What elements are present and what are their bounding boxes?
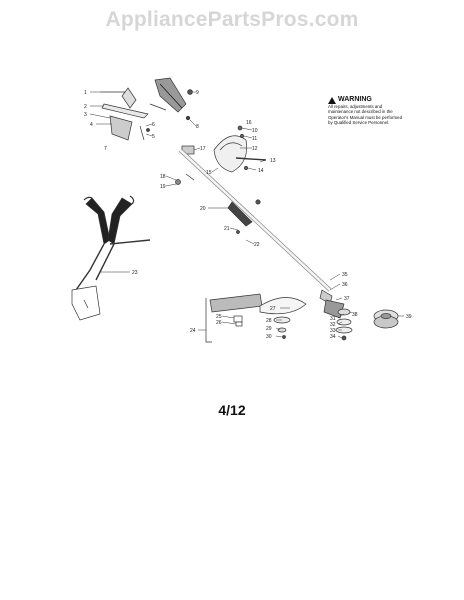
warning-box: WARNING All repairs, adjustments and mai… (328, 96, 406, 126)
page-number: 4/12 (218, 402, 246, 418)
callout-39: 39 (406, 314, 412, 320)
callout-21: 21 (224, 226, 230, 232)
callout-9: 9 (196, 90, 199, 96)
callout-37: 37 (344, 296, 350, 302)
callout-15: 15 (206, 170, 212, 176)
callout-10: 10 (252, 128, 258, 134)
guard-assembly (181, 125, 267, 173)
callout-2: 2 (84, 104, 87, 110)
handle-assembly (100, 77, 193, 141)
callout-7: 7 (104, 146, 107, 152)
callout-25: 25 (216, 314, 222, 320)
callout-17: 17 (200, 146, 206, 152)
callout-28: 28 (266, 318, 272, 324)
callout-8: 8 (196, 124, 199, 130)
callout-6: 6 (152, 122, 155, 128)
warning-title: WARNING (338, 96, 372, 103)
callout-11: 11 (252, 136, 257, 142)
callout-34: 34 (330, 334, 336, 340)
callout-27: 27 (270, 306, 276, 312)
callout-12: 12 (252, 146, 258, 152)
callout-18: 18 (160, 174, 166, 180)
callout-38: 38 (352, 312, 358, 318)
callout-5: 5 (152, 134, 155, 140)
callout-35: 35 (342, 272, 348, 278)
callout-16: 16 (246, 120, 252, 126)
harness (71, 195, 151, 321)
callout-22: 22 (254, 242, 260, 248)
gear-head (319, 289, 353, 341)
callout-20: 20 (200, 206, 206, 212)
callout-19: 19 (160, 184, 166, 190)
warning-triangle-icon (328, 96, 336, 104)
site-watermark: AppliancePartsPros.com (105, 8, 359, 31)
callout-26: 26 (216, 320, 222, 326)
callout-29: 29 (266, 326, 272, 332)
callout-labels: 1 2 3 4 5 6 7 8 9 10 11 12 13 14 15 16 1… (84, 90, 412, 340)
callout-23: 23 (132, 270, 138, 276)
warning-text: All repairs, adjustments and maintenance… (328, 104, 403, 126)
drive-shaft (175, 148, 332, 292)
trimmer-head (373, 309, 399, 329)
callout-31: 31 (330, 316, 336, 322)
callout-24: 24 (190, 328, 196, 334)
callout-33: 33 (330, 328, 336, 334)
callout-13: 13 (270, 158, 276, 164)
callout-14: 14 (258, 168, 264, 174)
callout-32: 32 (330, 322, 336, 328)
callout-36: 36 (342, 282, 348, 288)
callout-1: 1 (84, 90, 87, 96)
callout-3: 3 (84, 112, 87, 118)
leader-lines (89, 91, 404, 339)
callout-30: 30 (266, 334, 272, 340)
callout-4: 4 (90, 122, 93, 128)
